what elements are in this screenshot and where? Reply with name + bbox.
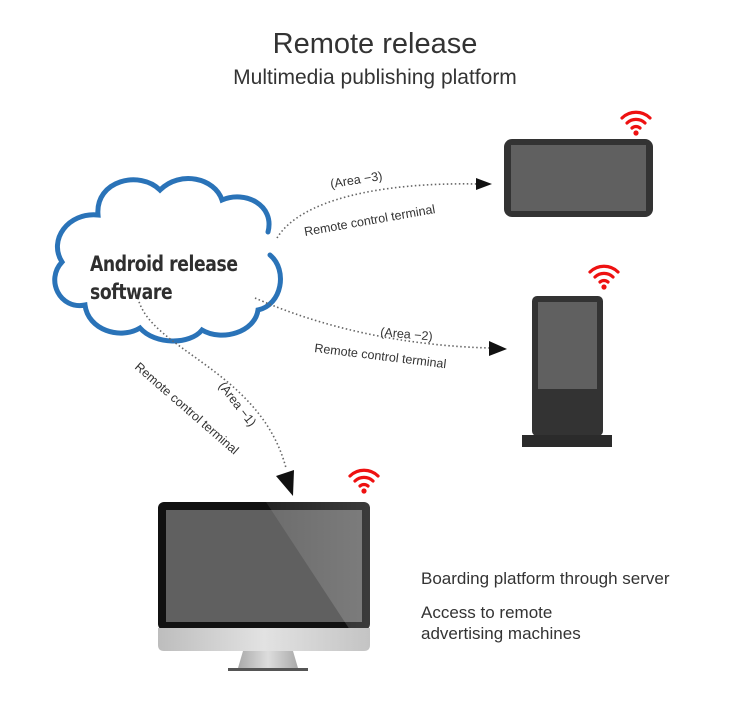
tablet-display [504,139,653,217]
area-2-label: (Area −2) [380,325,433,344]
wifi-icon [620,110,652,136]
cloud-shape [52,176,283,344]
cloud-label-line1: Android release [90,252,238,276]
page-title: Remote release [272,28,478,60]
area-2-terminal-label: Remote control terminal [314,341,447,371]
wifi-icon [588,264,620,290]
area-3-terminal-label: Remote control terminal [303,202,436,239]
area-1-terminal-label: Remote control terminal [132,360,241,458]
arrowhead-area-1 [276,470,294,496]
info-access: Access to remote advertising machines [421,602,581,644]
cloud-label-line2: software [90,280,173,304]
desktop-monitor [158,502,370,671]
info-access-line1: Access to remote [421,603,553,622]
info-access-line2: advertising machines [421,624,581,643]
area-3-label: (Area −3) [329,169,383,191]
arrowhead-area-2 [489,341,507,356]
connector-area-2 [254,297,491,349]
page-subtitle: Multimedia publishing platform [233,66,517,89]
kiosk-stand [522,296,612,447]
area-1-label: (Area −1) [216,379,259,429]
wifi-icon [348,468,380,494]
connector-area-1 [137,297,287,469]
cloud-label: Android release software [90,250,238,306]
arrowhead-area-3 [476,178,492,190]
connector-area-3 [276,183,479,239]
info-boarding: Boarding platform through server [421,569,670,588]
